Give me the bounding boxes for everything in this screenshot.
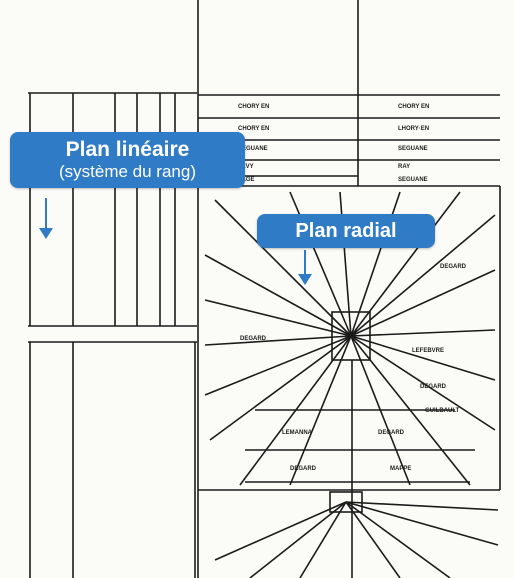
lot-label: DEGARD [420, 384, 447, 390]
lot-label: RAY [398, 164, 410, 170]
lot-label: DEGARD [290, 466, 317, 472]
lot-label: DEGARD [378, 430, 405, 436]
lot-label: CHORY EN [238, 104, 269, 110]
radial-plan-title: Plan radial [295, 220, 397, 242]
linear-plan-title: Plan linéaire [65, 138, 190, 161]
lot-label: SEGUANE [238, 146, 268, 152]
lot-label: CHORY EN [238, 126, 269, 132]
linear-plan-subtitle: (système du rang) [59, 162, 196, 181]
lot-label: LEVY [238, 164, 254, 170]
lot-label: LEFEBVRE [412, 348, 444, 354]
lot-label: GUILBAULT [425, 408, 460, 414]
lot-label: SEGUANE [398, 146, 428, 152]
linear-plan-callout: Plan linéaire (système du rang) [10, 132, 245, 188]
lot-label: LEMANNA [282, 430, 313, 436]
lot-label: DEGARD [240, 336, 267, 342]
lot-label: DEGARD [440, 264, 467, 270]
down-arrow-icon [39, 198, 53, 240]
lot-label: PAGE [238, 177, 255, 183]
radial-plan-callout: Plan radial [257, 214, 435, 248]
down-arrow-icon [298, 250, 312, 286]
lot-label: SEGUANE [398, 177, 428, 183]
lot-label: MAPPE [390, 466, 411, 472]
lot-label: LHORY·EN [398, 126, 429, 132]
lot-label: CHORY EN [398, 104, 429, 110]
